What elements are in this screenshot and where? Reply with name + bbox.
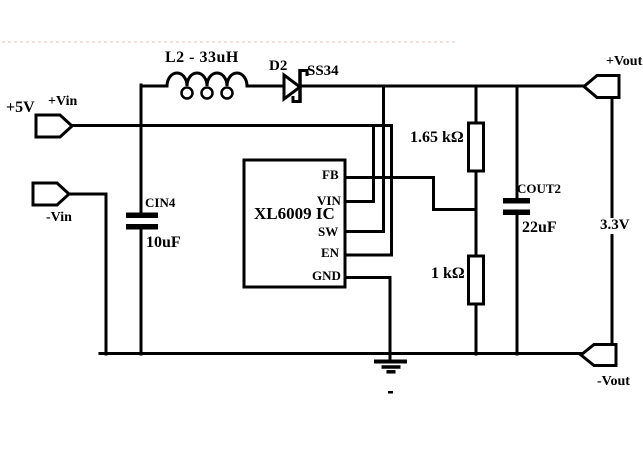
diode-schottky-hook-bottom xyxy=(291,96,300,103)
wire-sw-riser xyxy=(344,84,385,233)
wire-en-riser xyxy=(344,124,393,257)
cin4-plate-top xyxy=(126,212,158,218)
inductor-loop xyxy=(200,86,214,100)
label-ic-pin-fb: FB xyxy=(322,167,339,182)
diode-symbol xyxy=(282,69,309,103)
label-pos-vin-terminal: +Vin xyxy=(48,94,78,109)
terminals xyxy=(31,74,621,367)
diode-schottky-hook-top xyxy=(300,69,309,76)
label-cin4-ref: CIN4 xyxy=(145,195,176,210)
ic-body xyxy=(242,158,347,289)
cin4-plate-bottom xyxy=(126,224,158,230)
label-ic-pin-sw: SW xyxy=(318,224,339,239)
label-diode-part: SS34 xyxy=(307,63,339,79)
capacitor-cout2-symbol xyxy=(503,198,530,215)
inductor-symbol xyxy=(165,71,249,100)
terminal-neg-vout xyxy=(578,343,618,367)
wire-vin-pin-riser xyxy=(344,124,375,203)
label-resistor-1k65: 1.65 kΩ xyxy=(410,129,464,146)
label-inductor-value: L2 - 33uH xyxy=(165,49,239,66)
resistor-1k-symbol xyxy=(467,254,485,306)
label-cout2-value: 22uF xyxy=(522,219,557,236)
label-cin4-value: 10uF xyxy=(146,234,181,251)
ground-symbol xyxy=(374,359,407,374)
inductor-loop xyxy=(180,86,194,100)
cout2-plate-top xyxy=(503,198,530,204)
diode-triangle xyxy=(282,72,303,102)
wire-neg-vin xyxy=(65,192,108,356)
terminal-pos-vout xyxy=(581,74,621,99)
label-output-voltage: 3.3V xyxy=(597,217,633,234)
label-ic-pin-gnd: GND xyxy=(312,268,341,283)
label-pos-vout-terminal: +Vout xyxy=(606,54,643,69)
label-neg-vout-terminal: -Vout xyxy=(597,374,630,389)
inductor-loop xyxy=(220,86,234,100)
resistor-1k65-symbol xyxy=(467,121,485,173)
label-ic-name: XL6009 IC xyxy=(254,204,335,223)
label-neg-vin-terminal: -Vin xyxy=(46,210,72,225)
terminal-neg-vin xyxy=(31,181,72,207)
cout2-plate-bottom xyxy=(503,209,530,215)
label-resistor-1k: 1 kΩ xyxy=(431,265,465,282)
wire-gnd-lead xyxy=(344,276,392,362)
inductor-humps xyxy=(165,71,249,87)
label-diode-ref: D2 xyxy=(269,58,288,74)
label-ic-pin-vin: VIN xyxy=(317,193,341,208)
stray-mark xyxy=(388,391,393,394)
terminal-plus5v xyxy=(34,113,75,139)
label-input-rail: +5V xyxy=(6,99,35,116)
label-cout2-ref: COUT2 xyxy=(517,181,562,196)
wire-fb-route xyxy=(344,176,478,211)
label-ic-pin-en: EN xyxy=(321,245,340,260)
capacitor-cin4-symbol xyxy=(126,212,158,230)
